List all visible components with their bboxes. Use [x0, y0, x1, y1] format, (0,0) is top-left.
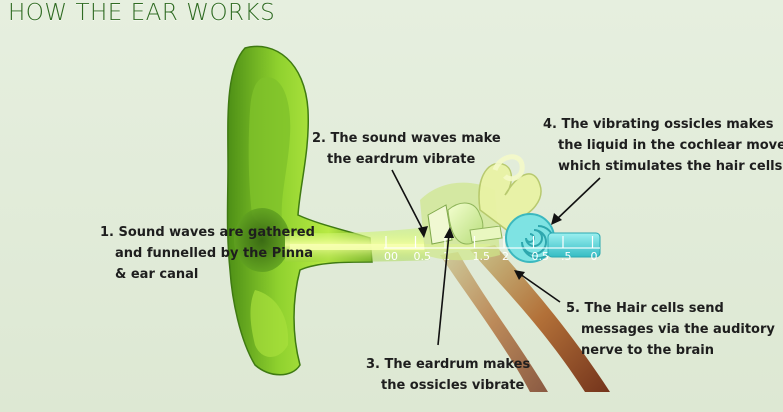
step-3-label: 3. The eardrum makes the ossicles vibrat… [366, 354, 530, 396]
arrow-step-3 [437, 233, 450, 346]
arrow-step-5 [519, 273, 561, 303]
step-4-line-2: the liquid in the cochlear move [558, 138, 783, 153]
step-3-line-2: the ossicles vibrate [381, 378, 525, 393]
step-1-label: 1. Sound waves are gathered and funnelle… [100, 222, 315, 285]
scale-tick-label: 0 [591, 250, 598, 263]
step-1-line-2: and funnelled by the Pinna [115, 246, 314, 261]
pinna [226, 45, 373, 376]
stapes [469, 225, 503, 243]
eustachian-tube [440, 252, 548, 392]
pinna-inner-fold [248, 77, 291, 226]
auditory-nerve [470, 245, 610, 392]
arrow-step-2 [391, 169, 425, 233]
eardrum [427, 204, 453, 245]
semicircular-loop [492, 154, 525, 182]
step-2-label: 2. The sound waves make the eardrum vibr… [312, 128, 501, 170]
scale-tick-label: 0.5 [414, 250, 432, 263]
scale-tick-label: 00 [384, 250, 398, 263]
annotation-arrows [391, 169, 601, 346]
step-1-line-3: & ear canal [115, 267, 199, 282]
cochlea-spiral [521, 225, 555, 259]
scale-tick-label: .5 [561, 250, 572, 263]
step-5-line-2: messages via the auditory [581, 322, 775, 337]
step-4-line-1: 4. The vibrating ossicles makes [543, 117, 774, 132]
arrow-step-4 [555, 177, 601, 221]
canal-glow [290, 244, 490, 250]
earlobe [250, 290, 289, 358]
step-4-line-3: which stimulates the hair cells [558, 159, 783, 174]
step-3-line-1: 3. The eardrum makes [366, 357, 531, 372]
page-title: HOW THE EAR WORKS [8, 0, 276, 26]
step-2-line-2: the eardrum vibrate [327, 152, 476, 167]
step-5-line-3: nerve to the brain [581, 343, 714, 358]
arrow-head-step-5 [514, 270, 525, 280]
arrow-head-step-4 [551, 213, 562, 225]
scale-tick-label: 2 [502, 250, 509, 263]
concha-bowl [234, 208, 290, 272]
step-4-label: 4. The vibrating ossicles makes the liqu… [543, 114, 783, 177]
step-5-label: 5. The Hair cells send messages via the … [566, 298, 775, 361]
scale-tick-label: 1.5 [473, 250, 491, 263]
step-1-line-1: 1. Sound waves are gathered [100, 225, 315, 240]
step-5-line-1: 5. The Hair cells send [566, 301, 724, 316]
cochlear-tube [547, 232, 601, 258]
scale-tick-label: 0.5 [532, 250, 550, 263]
arrow-head-step-3 [444, 227, 454, 238]
arrow-head-step-2 [418, 226, 428, 238]
step-2-line-1: 2. The sound waves make [312, 131, 501, 146]
